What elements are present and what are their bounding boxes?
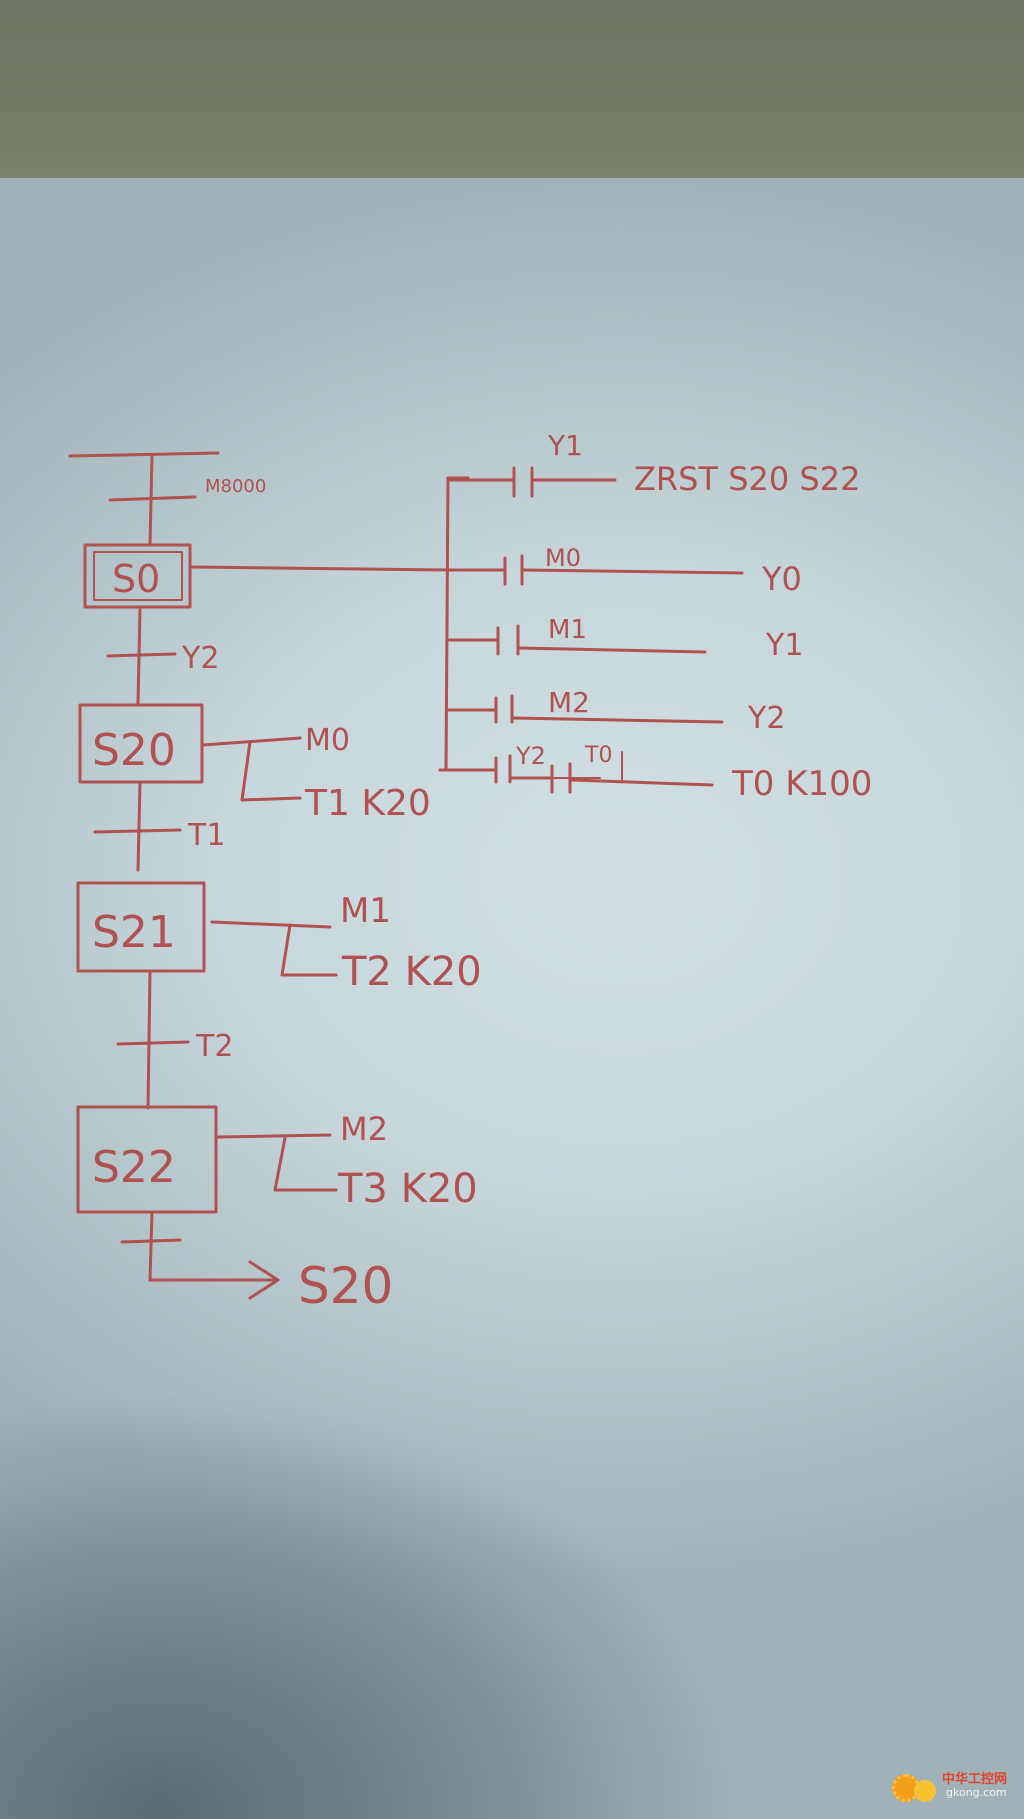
sfc-transition-label-1: T1 [187,818,225,853]
sfc-step-box-2 [76,881,206,973]
sfc-jump-arrow-head [248,1260,280,1300]
sfc-step-out-line-2 [210,920,332,929]
sfc-jump-target-label: S20 [298,1257,393,1315]
sfc-transition-label-2: T2 [195,1029,233,1064]
sfc-step-out-bracket-1 [240,740,302,802]
sfc-vertical-jump [148,1210,154,1282]
ladder-contact2-label-4: T0 [584,743,612,768]
ladder-rung-wire-4c [570,778,714,787]
ladder-output-0: ZRST S20 S22 [634,460,860,498]
ladder-rung-wire-1b [522,568,744,575]
ladder-output-2: Y1 [765,628,803,663]
ladder-rung-wire-2b [518,646,707,654]
watermark-logo: 中华工控网 gkong.com [888,1762,1016,1808]
sfc-transition-bar-1 [93,828,182,834]
sfc-step-label-3: S22 [92,1142,176,1193]
sfc-vertical-2 [136,780,142,872]
sfc-step-out2-3: T3 K20 [337,1166,478,1212]
ladder-contact-label-0: Y1 [547,429,583,462]
sfc-init-relay-label: M8000 [205,476,266,497]
sfc-step-out2-2: T2 K20 [341,949,482,995]
sfc-step-out-line-1 [201,736,302,747]
gear-small-icon [914,1780,936,1802]
background-wall [0,0,1024,180]
sfc-step-label-1: S20 [92,725,176,776]
ladder-contact-label-4: Y2 [515,742,546,770]
watermark-url: gkong.com [946,1786,1007,1799]
sfc-chart: M8000 S0 Y2 S20 M0 T1 K20 T1 S21 M1 T2 K… [68,451,482,1315]
sfc-step-out-line-3 [216,1133,332,1139]
ladder-output-1: Y0 [761,560,802,598]
sfc-step-out1-3: M2 [340,1110,388,1148]
sfc-step-box-3 [76,1105,218,1214]
sfc-step-out1-1: M0 [305,723,350,758]
sfc-step-out2-1: T1 K20 [304,783,431,824]
watermark-name: 中华工控网 [942,1772,1008,1787]
ladder-rung-wire-3b [512,716,724,724]
ladder-contact-label-3: M2 [548,686,590,719]
sfc-transition-bar-2 [116,1040,190,1046]
ladder-diagram: Y1 ZRST S20 S22 M0 Y0 M1 Y1 M2 Y2 Y2 [438,429,872,804]
sfc-step-out-bracket-2 [280,923,338,977]
sfc-top-bar [68,451,220,458]
ladder-contact-label-2: M1 [548,615,587,645]
sfc-step-label-2: S21 [92,907,176,958]
sfc-jump-transition-bar [120,1238,182,1244]
sfc-step-inner-0 [93,551,183,601]
ladder-left-bus [438,476,470,772]
sfc-step-out1-2: M1 [340,891,391,931]
ladder-output-3: Y2 [747,701,785,736]
ladder-output-4: T0 K100 [731,764,872,804]
sfc-step-box-0 [83,543,192,609]
sfc-step-out-bracket-3 [273,1136,338,1192]
sfc-transition-label-0: Y2 [181,641,219,676]
sfc-vertical-3 [146,970,152,1110]
sfc-init-transition [108,495,197,502]
sfc-s0-to-ladder-line [190,565,450,572]
sfc-step-label-0: S0 [112,557,160,601]
ladder-contact-label-1: M0 [545,544,581,572]
sfc-transition-bar-0 [106,652,177,658]
sfc-vertical-init [148,454,154,547]
